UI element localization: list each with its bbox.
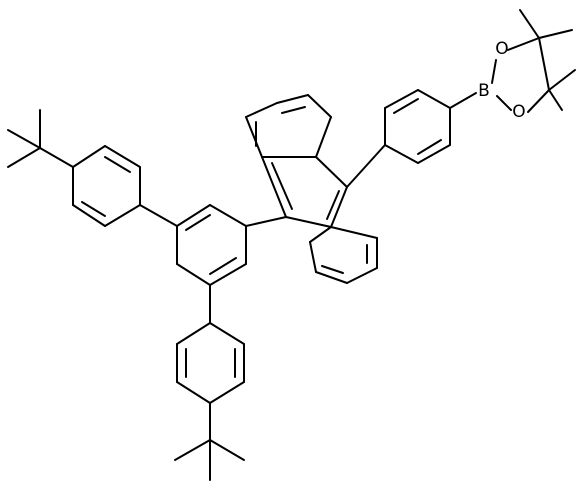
oxygen-atom-label-lower: O xyxy=(512,102,525,122)
anthracene-right-ring xyxy=(309,226,378,284)
bond-central-to-upper-aryl xyxy=(139,204,178,227)
bond-anthracene-to-phenyl xyxy=(346,144,386,188)
oxygen-atom-label-upper: O xyxy=(495,39,508,59)
bond-phenyl-to-boron xyxy=(449,92,477,109)
lower-tert-butyl-group xyxy=(174,402,245,481)
anthracene-left-ring xyxy=(245,94,332,158)
anthracene-middle-ring xyxy=(261,156,348,228)
upper-tert-butylphenyl-ring xyxy=(72,145,141,227)
pinacol-boronate-ring xyxy=(491,9,576,113)
boron-atom-label: B xyxy=(478,81,490,101)
central-phenyl-ring xyxy=(176,204,247,286)
lower-tert-butylphenyl-ring xyxy=(176,322,245,404)
phenyl-ring-boronate xyxy=(384,89,451,164)
upper-tert-butyl-group xyxy=(7,109,74,168)
bond-anthracene-to-central-phenyl xyxy=(245,216,287,227)
